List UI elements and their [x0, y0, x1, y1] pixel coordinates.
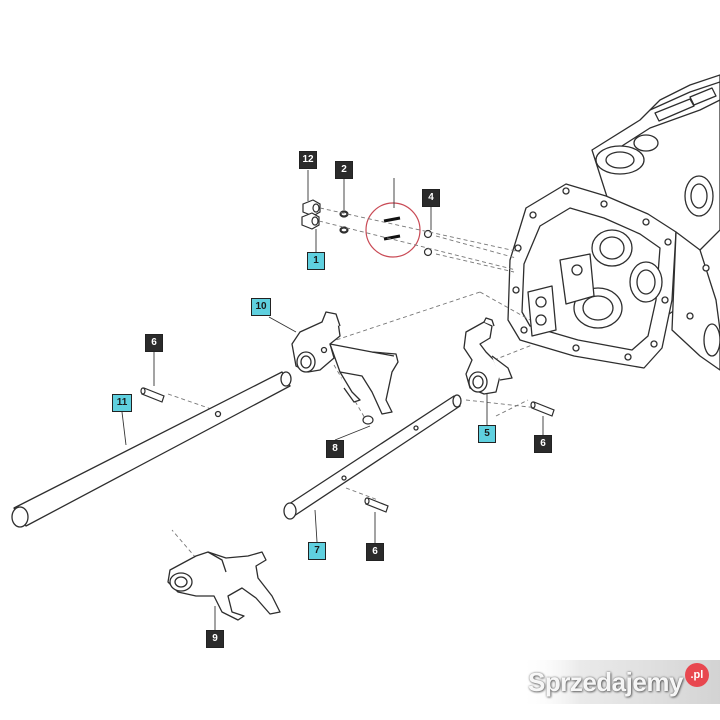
shift-fork-upper: [291, 311, 399, 415]
callout-2: 2: [335, 161, 353, 179]
leader-lines: [121, 170, 544, 630]
highlight-circle: [365, 202, 421, 258]
callout-12: 12: [299, 151, 317, 169]
callout-6-right: 6: [534, 435, 552, 453]
callout-8: 8: [326, 440, 344, 458]
callout-1: 1: [307, 252, 325, 270]
shift-rod-short: [283, 394, 462, 520]
watermark-badge: .pl: [684, 663, 709, 687]
callout-11: 11: [112, 394, 132, 412]
callout-6-bottom: 6: [366, 543, 384, 561]
watermark-logo: Sprzedajemy .pl: [528, 663, 709, 700]
callout-4: 4: [422, 189, 440, 207]
callout-10: 10: [251, 298, 271, 316]
gearbox-housing: [507, 74, 720, 371]
callout-5: 5: [478, 425, 496, 443]
roll-pins: [140, 387, 555, 513]
watermark-text: Sprzedajemy: [528, 666, 683, 697]
callout-6-left: 6: [145, 334, 163, 352]
callout-9: 9: [206, 630, 224, 648]
detent-screws-and-seals: [301, 199, 433, 257]
shift-rod-long: [11, 371, 292, 528]
shift-fork-right: [463, 317, 513, 395]
assembly-guide-lines: [167, 207, 539, 559]
shift-fork-lower: [167, 551, 281, 621]
callout-7: 7: [308, 542, 326, 560]
detent-ball: [362, 415, 374, 425]
